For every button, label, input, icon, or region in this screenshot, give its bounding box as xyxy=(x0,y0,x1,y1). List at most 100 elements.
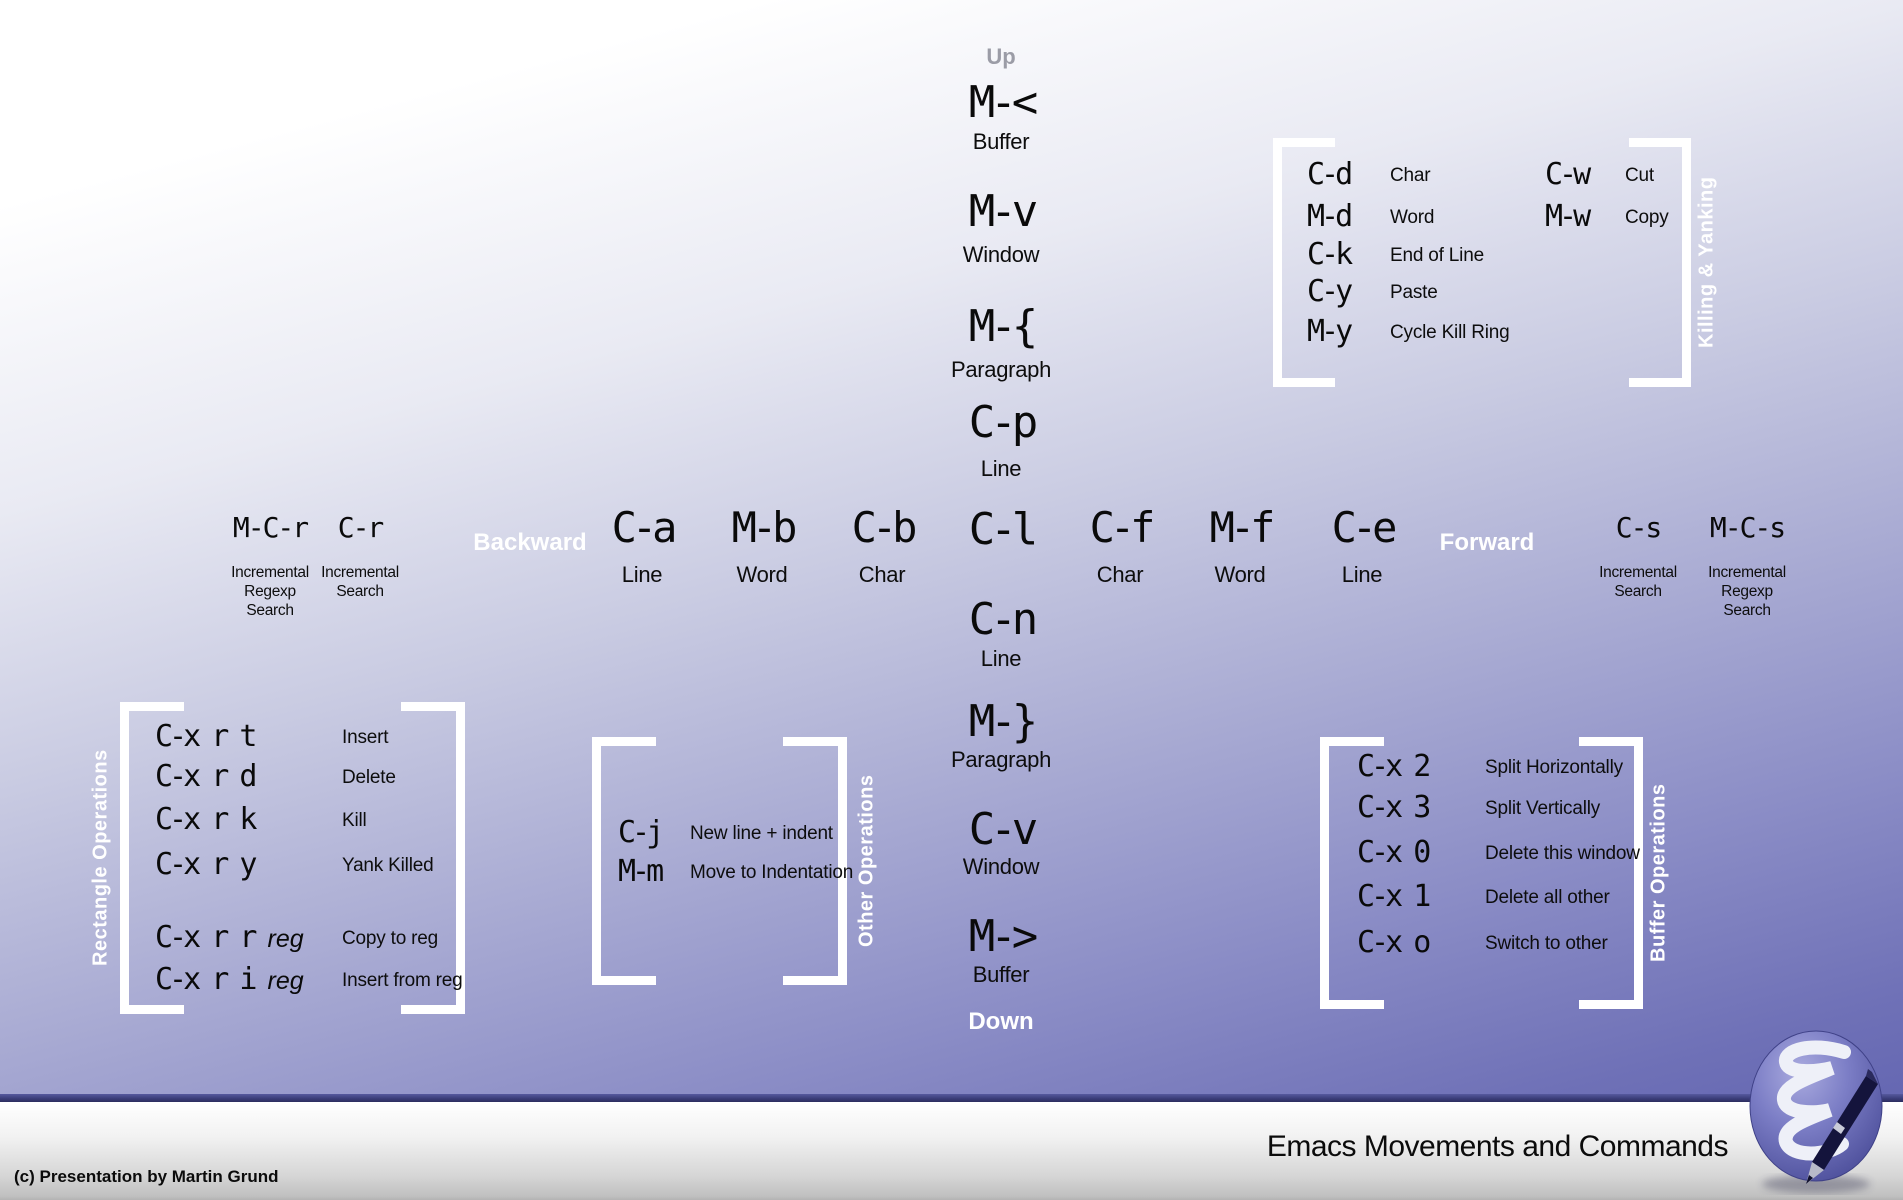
shortcut-label: Cycle Kill Ring xyxy=(1390,322,1510,343)
shortcut-key: M-v xyxy=(968,186,1039,237)
bracket-left xyxy=(120,702,184,1014)
shortcut-key: C-x r d xyxy=(155,759,257,794)
shortcut-label: Char xyxy=(1390,165,1431,186)
bracket-left xyxy=(592,737,656,985)
shortcut-label: Char xyxy=(858,562,906,587)
shortcut-key: M-f xyxy=(1209,503,1276,552)
shortcut-label: New line + indent xyxy=(690,823,833,844)
shortcut-label: Incremental Search xyxy=(1599,564,1677,600)
shortcut-key: M-{ xyxy=(968,301,1039,352)
shortcut-key: C-a xyxy=(611,503,678,552)
bracket-right xyxy=(1629,138,1691,387)
shortcut-label: End of Line xyxy=(1390,245,1484,266)
shortcut-key: M-y xyxy=(1307,314,1353,349)
shortcut-label: Split Horizontally xyxy=(1485,757,1623,778)
shortcut-label: Line xyxy=(1341,562,1383,587)
shortcut-label: Switch to other xyxy=(1485,933,1608,954)
shortcut-label: Incremental Regexp Search xyxy=(231,564,309,619)
shortcut-label: Line xyxy=(621,562,663,587)
shortcut-key: C-e xyxy=(1331,503,1398,552)
footer-bar xyxy=(0,1102,1903,1200)
shortcut-key: M-b xyxy=(731,503,798,552)
shortcut-label: Insert from reg xyxy=(342,970,463,991)
page-title: Emacs Movements and Commands xyxy=(1266,1130,1729,1163)
shortcut-key: C-v xyxy=(968,804,1039,855)
shortcut-label: Buffer xyxy=(972,129,1030,154)
shortcut-label: Char xyxy=(1096,562,1144,587)
axis-backward-label: Backward xyxy=(473,529,587,556)
shortcut-key: M-> xyxy=(968,911,1039,962)
logo-pen-band xyxy=(1833,1122,1845,1134)
shortcut-label: Delete all other xyxy=(1485,887,1610,908)
shortcut-label: Window xyxy=(962,854,1040,879)
logo-pen-cap xyxy=(1866,1069,1878,1084)
shortcut-key: C-x r k xyxy=(155,802,257,837)
shortcut-key: C-x r r reg xyxy=(155,920,304,955)
shortcut-key: C-x 2 xyxy=(1357,749,1431,784)
shortcut-label: Paragraph xyxy=(950,357,1052,382)
shortcut-key: C-p xyxy=(968,397,1039,448)
shortcut-label: Word xyxy=(1214,562,1266,587)
shortcut-key: C-k xyxy=(1307,237,1353,272)
shortcut-key: C-x r i reg xyxy=(155,962,304,997)
shortcut-key: C-x 0 xyxy=(1357,835,1431,870)
logo-pen-tip xyxy=(1806,1175,1813,1184)
axis-down-label: Down xyxy=(968,1008,1034,1035)
shortcut-label: Incremental Search xyxy=(321,564,399,600)
shortcut-label: Copy to reg xyxy=(342,928,439,949)
section-title-other-operations: Other Operations xyxy=(855,774,878,948)
shortcut-key: M-< xyxy=(968,77,1039,128)
shortcut-label: Window xyxy=(962,242,1040,267)
shortcut-label: Cut xyxy=(1625,165,1654,186)
shortcut-key: C-f xyxy=(1089,503,1156,552)
shortcut-key: C-x o xyxy=(1357,925,1431,960)
shortcut-key: C-x 3 xyxy=(1357,790,1431,825)
shortcut-key: M-C-s xyxy=(1709,511,1786,544)
axis-forward-label: Forward xyxy=(1439,529,1535,556)
shortcut-label: Delete xyxy=(342,767,396,788)
shortcut-label: Yank Killed xyxy=(342,855,434,876)
shortcut-key: C-n xyxy=(968,594,1039,645)
shortcut-label: Paste xyxy=(1390,282,1438,303)
credit-text: (c) Presentation by Martin Grund xyxy=(14,1167,279,1186)
register-arg: reg xyxy=(267,967,304,995)
logo-e-swirl xyxy=(1777,1040,1851,1161)
shortcut-key: C-x 1 xyxy=(1357,879,1431,914)
shortcut-key: C-r xyxy=(337,511,385,544)
shortcut-key: M-} xyxy=(968,696,1039,747)
logo-shadow xyxy=(1762,1175,1870,1193)
logo-pen-body xyxy=(1812,1076,1878,1170)
section-title-rectangle-operations: Rectangle Operations xyxy=(89,749,112,967)
shortcut-label: Insert xyxy=(342,727,389,748)
shortcut-key: C-s xyxy=(1615,511,1663,544)
footer-divider xyxy=(0,1094,1903,1102)
register-arg: reg xyxy=(267,925,304,953)
shortcut-key: C-j xyxy=(618,815,664,850)
bracket-left xyxy=(1320,737,1384,1009)
shortcut-key: C-d xyxy=(1307,157,1353,192)
section-title-killing-yanking: Killing & Yanking xyxy=(1695,176,1718,349)
bracket-right xyxy=(1579,737,1643,1009)
shortcut-key: C-x r y xyxy=(155,847,257,882)
shortcut-label: Delete this window xyxy=(1485,843,1640,864)
shortcut-key: C-b xyxy=(851,503,918,552)
shortcut-label: Line xyxy=(980,456,1022,481)
shortcut-label: Word xyxy=(1390,207,1435,228)
shortcut-key: C-l xyxy=(968,504,1039,555)
shortcut-key: C-x r t xyxy=(155,719,257,754)
shortcut-label: Move to Indentation xyxy=(690,862,854,883)
shortcut-key: C-y xyxy=(1307,274,1353,309)
bracket-right xyxy=(401,702,465,1014)
axis-up-label: Up xyxy=(986,44,1016,69)
shortcut-label: Copy xyxy=(1625,207,1669,228)
shortcut-label: Word xyxy=(736,562,788,587)
shortcut-label: Line xyxy=(980,646,1022,671)
bracket-left xyxy=(1273,138,1335,387)
shortcut-key: M-m xyxy=(618,854,664,889)
shortcut-key: C-w xyxy=(1545,157,1591,192)
emacs-logo xyxy=(1740,1026,1890,1198)
section-title-buffer-operations: Buffer Operations xyxy=(1647,783,1670,963)
shortcut-label: Incremental Regexp Search xyxy=(1708,564,1786,619)
shortcut-label: Buffer xyxy=(972,962,1030,987)
